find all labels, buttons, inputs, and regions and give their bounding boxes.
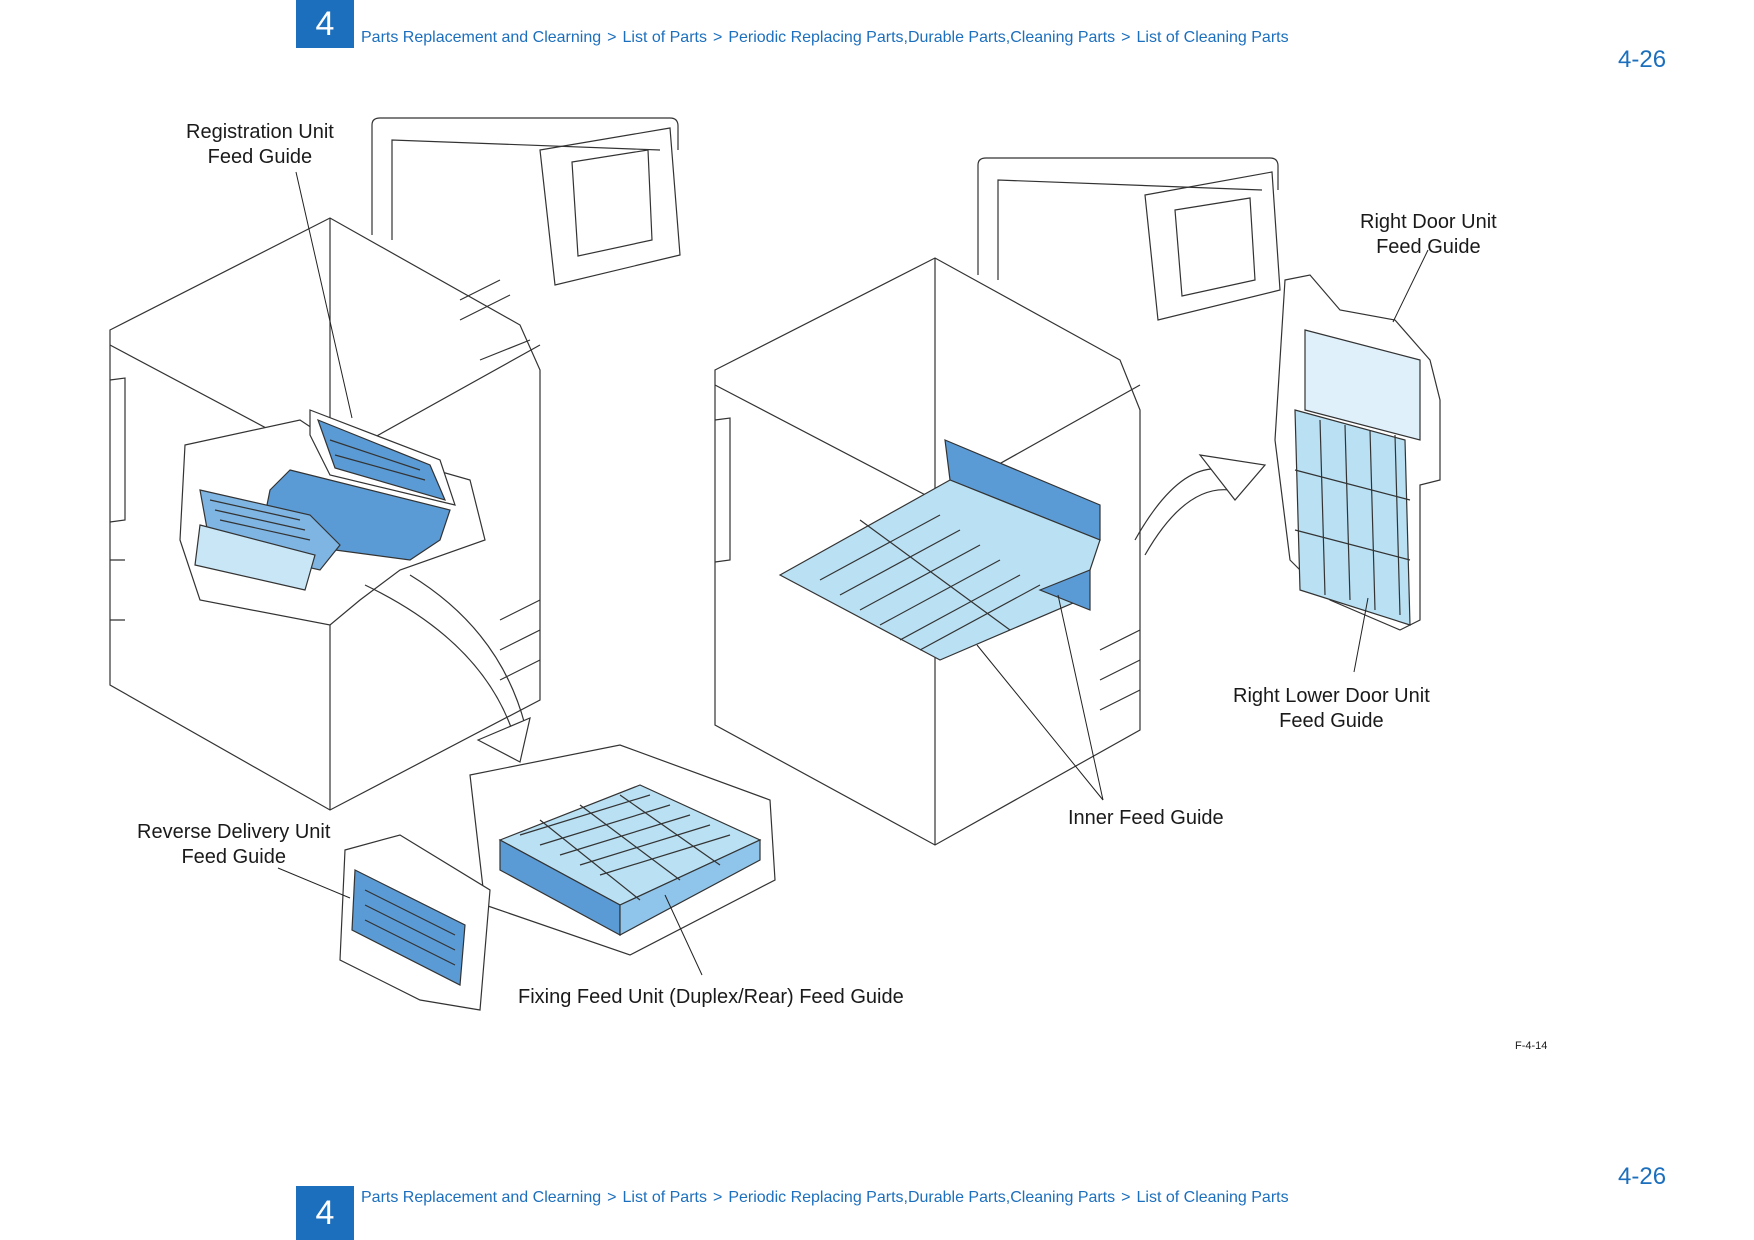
label-line: Registration Unit xyxy=(186,121,334,143)
right-door-unit-part xyxy=(1274,274,1441,631)
label-reverse-delivery-unit-feed-guide: Reverse Delivery Unit Feed Guide xyxy=(137,820,330,870)
right-machine-outline xyxy=(714,157,1281,846)
label-line: Reverse Delivery Unit xyxy=(137,821,331,843)
leader-lines xyxy=(277,171,1429,976)
label-line: Feed Guide xyxy=(1376,236,1481,258)
footer-breadcrumb-item-list-of-parts[interactable]: List of Parts xyxy=(622,1189,707,1206)
left-machine-outline xyxy=(109,117,681,811)
breadcrumb-item-list-of-parts[interactable]: List of Parts xyxy=(622,29,707,46)
registration-unit-feed-guide-part xyxy=(179,409,486,626)
label-line: Fixing Feed Unit (Duplex/Rear) Feed Guid… xyxy=(518,986,904,1008)
breadcrumb-separator: > xyxy=(607,29,617,46)
breadcrumb-item-periodic-replacing-parts[interactable]: Periodic Replacing Parts,Durable Parts,C… xyxy=(728,29,1116,46)
figure-id: F-4-14 xyxy=(1515,1040,1548,1052)
breadcrumb-separator: > xyxy=(712,1189,723,1206)
breadcrumb-separator: > xyxy=(712,29,723,46)
breadcrumb-item-list-of-cleaning-parts[interactable]: List of Cleaning Parts xyxy=(1136,29,1289,46)
label-inner-feed-guide: Inner Feed Guide xyxy=(1068,806,1224,831)
label-right-door-unit-feed-guide: Right Door Unit Feed Guide xyxy=(1360,210,1497,260)
footer-page-number: 4-26 xyxy=(1618,1163,1667,1190)
footer-breadcrumb: Parts Replacement and Clearning > List of … xyxy=(361,1189,1289,1207)
footer-breadcrumb-item-parts-replacement[interactable]: Parts Replacement and Clearning xyxy=(361,1189,602,1206)
inner-feed-guide-part xyxy=(778,439,1101,661)
footer-chapter-number-badge: 4 xyxy=(296,1186,354,1240)
right-curved-arrow xyxy=(1134,454,1267,556)
breadcrumb-separator: > xyxy=(1121,29,1131,46)
footer-breadcrumb-item-periodic-replacing-parts[interactable]: Periodic Replacing Parts,Durable Parts,C… xyxy=(728,1189,1116,1206)
label-fixing-feed-unit-feed-guide: Fixing Feed Unit (Duplex/Rear) Feed Guid… xyxy=(518,985,904,1010)
breadcrumb-item-parts-replacement[interactable]: Parts Replacement and Clearning xyxy=(361,29,602,46)
label-line: Feed Guide xyxy=(181,846,286,868)
label-line: Feed Guide xyxy=(207,146,313,168)
footer-breadcrumb-item-list-of-cleaning-parts[interactable]: List of Cleaning Parts xyxy=(1136,1189,1289,1206)
label-line: Right Lower Door Unit xyxy=(1233,685,1430,707)
label-line: Inner Feed Guide xyxy=(1068,807,1224,829)
chapter-number-badge: 4 xyxy=(296,0,354,48)
label-right-lower-door-unit-feed-guide: Right Lower Door Unit Feed Guide xyxy=(1233,684,1430,734)
label-line: Right Door Unit xyxy=(1360,211,1497,233)
breadcrumb-separator: > xyxy=(607,1189,617,1206)
fixing-feed-unit-part xyxy=(469,744,776,956)
page-number: 4-26 xyxy=(1618,46,1667,73)
reverse-delivery-unit-part xyxy=(339,834,491,1011)
left-curved-arrow xyxy=(364,574,531,763)
breadcrumb-separator: > xyxy=(1121,1189,1131,1206)
breadcrumb: Parts Replacement and Clearning > List of … xyxy=(361,29,1289,47)
label-line: Feed Guide xyxy=(1279,710,1384,732)
label-registration-unit-feed-guide: Registration Unit Feed Guide xyxy=(186,120,334,170)
